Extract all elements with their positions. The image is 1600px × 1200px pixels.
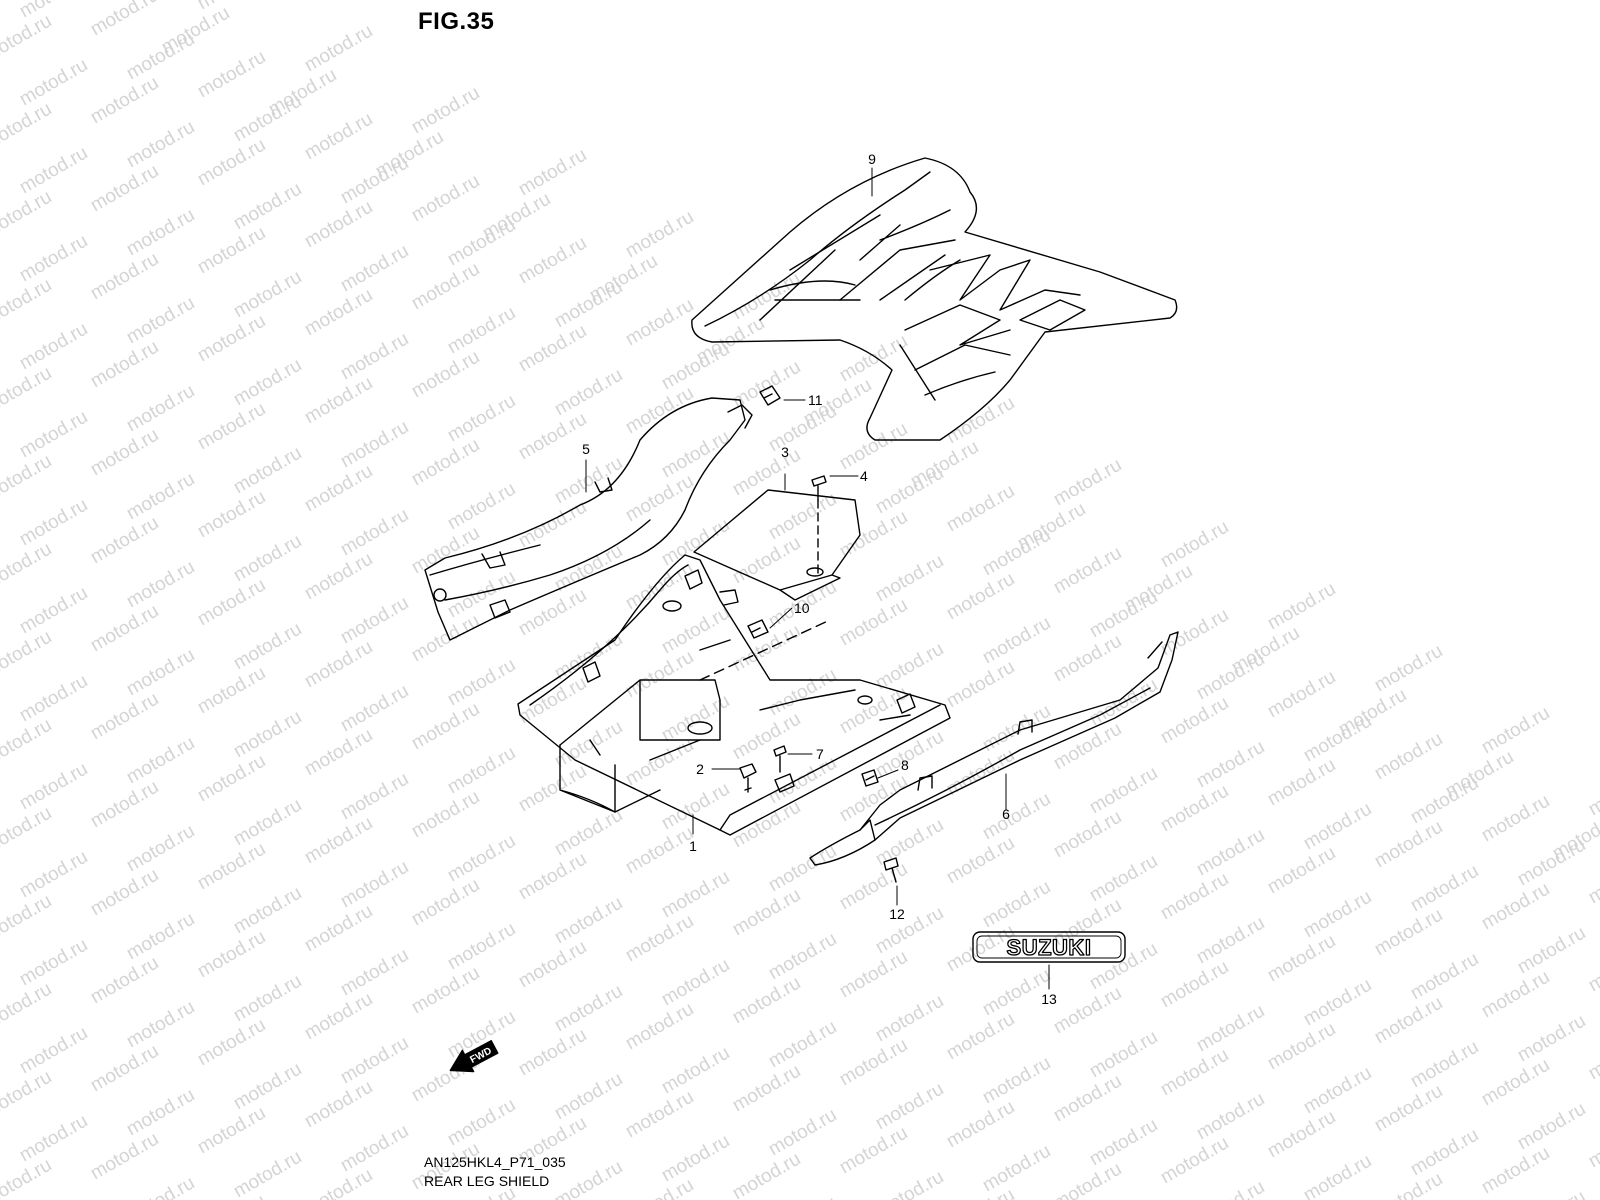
callout-9: 9: [868, 151, 876, 167]
suzuki-emblem-text: SUZUKI: [1007, 935, 1092, 960]
clip-8-part: [861, 769, 879, 787]
drawing-code: AN125HKL4_P71_035: [424, 1154, 566, 1170]
callout-4: 4: [860, 468, 868, 484]
clip-11-part: [759, 385, 781, 406]
callout-numbers: 9 11 3 4 5 10 1 2 7 8 6 12 13: [582, 151, 1057, 1007]
screw-4-part: [811, 475, 827, 576]
figure-title: FIG.35: [418, 8, 495, 35]
screw-12-part: [883, 857, 899, 883]
callout-12: 12: [889, 906, 905, 922]
right-rail-part: [809, 631, 1179, 866]
left-rail-part: [424, 397, 753, 641]
callout-5: 5: [582, 441, 590, 457]
screw-7-part: [773, 745, 787, 773]
callout-leaders: [585, 167, 1050, 990]
clip-10-part: [747, 619, 769, 639]
section-name: REAR LEG SHIELD: [424, 1173, 550, 1189]
floor-board-part: [517, 554, 951, 836]
cover-plate-part: [693, 489, 861, 601]
callout-8: 8: [901, 757, 909, 773]
callout-11: 11: [808, 392, 823, 408]
callout-2: 2: [696, 761, 704, 777]
caption: AN125HKL4_P71_035 REAR LEG SHIELD: [424, 1153, 566, 1191]
callout-1: 1: [689, 838, 697, 854]
callout-13: 13: [1041, 991, 1057, 1007]
suzuki-emblem-part: SUZUKI: [972, 931, 1126, 963]
bolt-2-part: [739, 763, 757, 793]
callout-6: 6: [1002, 806, 1010, 822]
floor-mat-part: [691, 157, 1178, 441]
fwd-arrow-icon: FWD: [449, 1040, 499, 1073]
callout-3: 3: [781, 444, 789, 460]
callout-7: 7: [816, 746, 824, 762]
fwd-label: FWD: [468, 1046, 493, 1066]
callout-10: 10: [794, 600, 810, 616]
